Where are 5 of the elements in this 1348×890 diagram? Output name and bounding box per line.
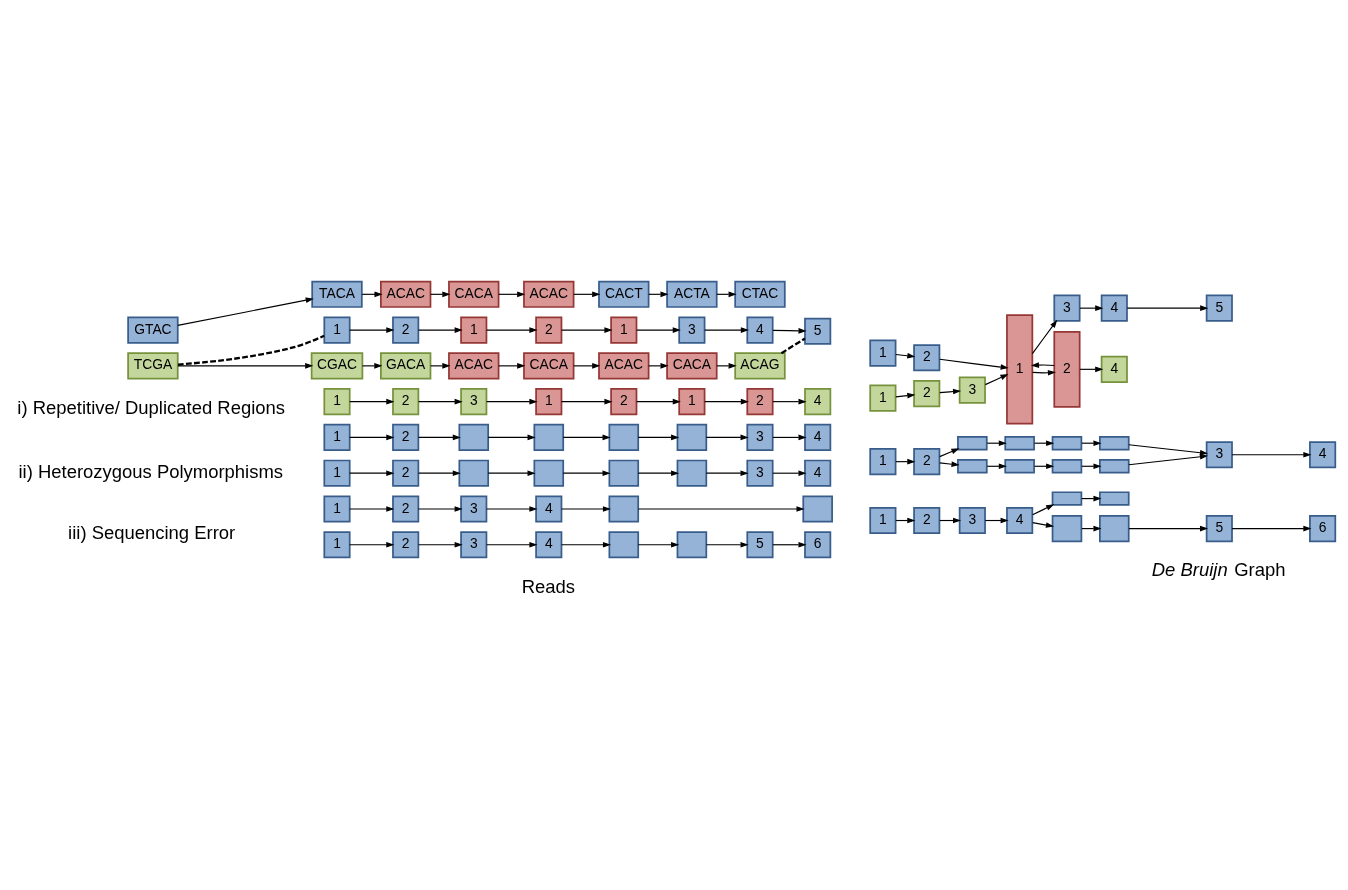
label: ii) Heterozygous Polymorphisms (18, 460, 284, 482)
label: De Bruijn Graph (1151, 558, 1286, 580)
label: i) Repetitive/ Duplicated Regions (17, 396, 286, 418)
label: iii) Sequencing Error (68, 521, 236, 543)
label: Reads (521, 575, 575, 597)
